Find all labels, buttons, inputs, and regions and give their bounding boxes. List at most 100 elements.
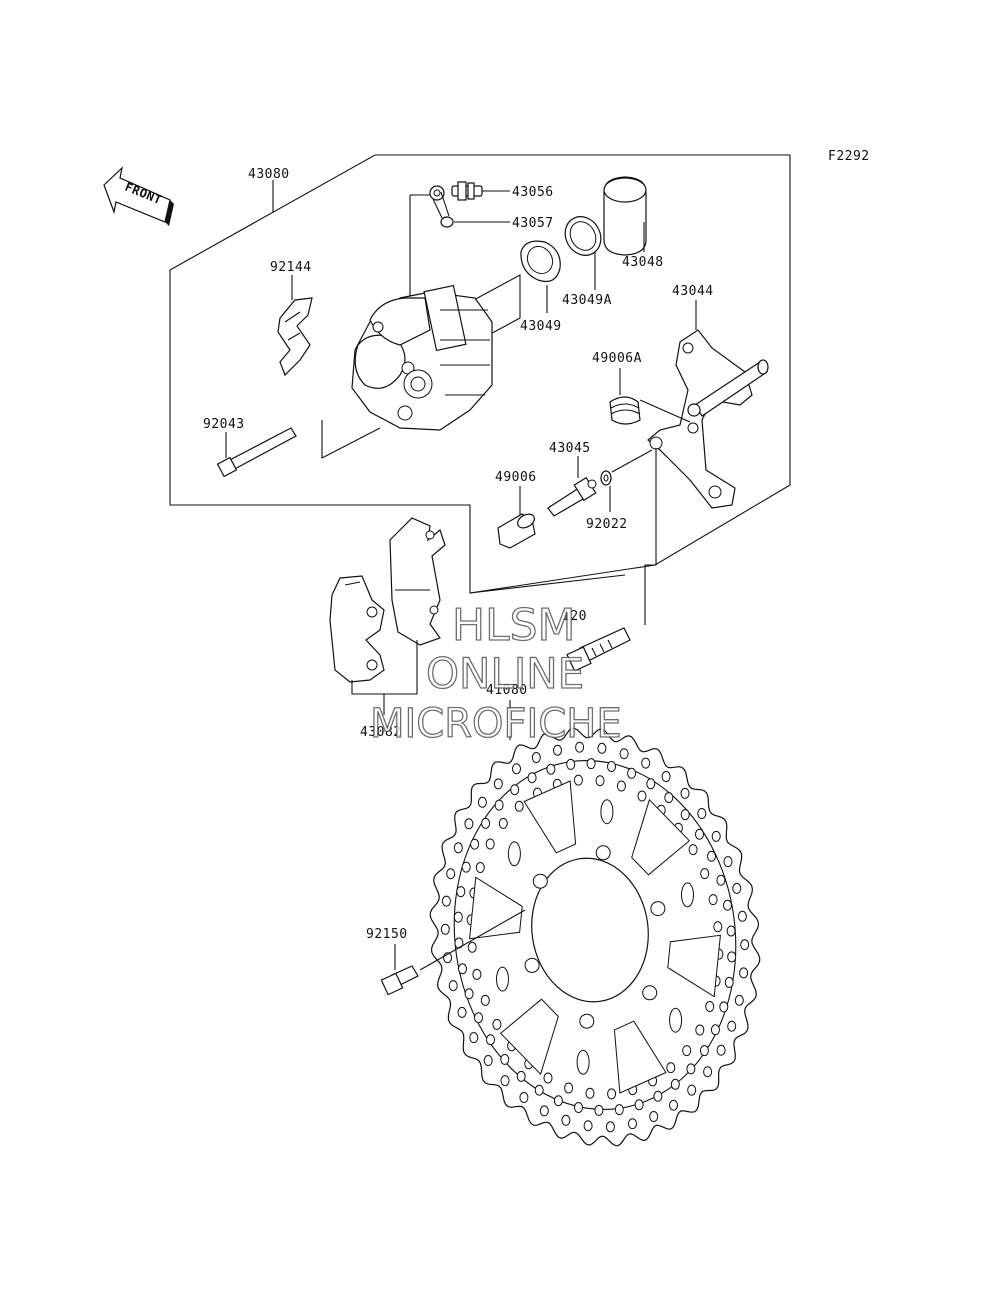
disc-hole: [469, 1032, 479, 1044]
disc-hole: [457, 1006, 467, 1018]
disc-hole: [597, 742, 607, 754]
disc-hole: [516, 1070, 526, 1082]
disc-hole: [586, 758, 596, 770]
disc-hole: [649, 1111, 659, 1122]
disc-hole: [453, 842, 463, 854]
disc-hole: [485, 838, 495, 850]
watermark: HLSM ONLINE MICROFICHE: [369, 599, 622, 747]
disc-hole: [575, 741, 585, 753]
disc-hole: [500, 1075, 510, 1087]
disc-hole: [627, 767, 637, 779]
label-92022: 92022: [586, 517, 628, 532]
disc-bolt-hole: [532, 873, 548, 889]
disc-hole: [585, 1087, 595, 1099]
disc-hole: [703, 1066, 713, 1078]
bleeder-valve-43056: [451, 181, 483, 201]
washer-92022: [600, 470, 612, 486]
caliper-bracket-43044: [647, 329, 769, 509]
disc-hole: [697, 808, 707, 819]
label-43045: 43045: [549, 441, 591, 456]
disc-hole: [553, 744, 562, 756]
disc-hole: [737, 910, 747, 922]
disc-hole: [666, 1062, 676, 1074]
disc-hole: [695, 828, 704, 840]
disc-cutout: [631, 798, 691, 876]
disc-hole: [467, 941, 477, 953]
disc-hole: [727, 1020, 737, 1032]
disc-hole: [707, 850, 716, 862]
piston-43048: [603, 176, 647, 256]
disc-hole: [566, 758, 576, 770]
disc-hole: [705, 1001, 715, 1012]
disc-hole: [561, 1114, 571, 1126]
disc-hole: [686, 1063, 696, 1075]
disc-hole: [605, 1121, 615, 1133]
disc-cutout: [523, 780, 577, 854]
disc-hole: [472, 968, 482, 980]
disc-hole: [514, 800, 524, 812]
disc-hole: [710, 1024, 720, 1036]
disc-hole: [719, 1001, 729, 1013]
disc-hole: [607, 761, 616, 772]
mounting-bolt-120: [566, 627, 631, 672]
watermark-line1: HLSM: [452, 600, 576, 651]
disc-bolt-hole: [650, 901, 666, 917]
disc-hole: [634, 1099, 644, 1111]
disc-hole: [594, 1104, 604, 1116]
label-92150: 92150: [366, 927, 408, 942]
disc-hole: [539, 1105, 549, 1117]
disc-hole: [724, 976, 734, 988]
disc-bolt-hole: [642, 985, 658, 1001]
disc-hole: [494, 799, 504, 811]
label-43049: 43049: [520, 319, 562, 334]
disc-hole: [732, 882, 742, 894]
disc-cutout: [499, 998, 559, 1076]
disc-hole: [519, 1092, 529, 1103]
disc-hole: [564, 1082, 574, 1094]
disc-hole: [583, 1120, 593, 1132]
disc-hole: [687, 1084, 697, 1096]
disc-bolt-hole: [579, 1013, 595, 1029]
disc-hole: [637, 790, 647, 802]
boot-49006: [497, 513, 536, 549]
disc-hole: [546, 763, 556, 775]
disc-cutout: [667, 934, 721, 998]
disc-hole: [553, 1095, 563, 1107]
disc-hole: [723, 899, 732, 911]
disc-hole: [440, 923, 450, 935]
disc-hole: [441, 895, 451, 907]
disc-hole: [628, 1118, 637, 1130]
label-92144: 92144: [270, 260, 312, 275]
disc-hole: [512, 763, 521, 775]
watermark-line3: MICROFICHE: [370, 701, 622, 747]
disc-bolt-hole: [595, 845, 611, 861]
disc-hole: [716, 874, 726, 886]
disc-hole: [723, 856, 733, 868]
disc-hole: [480, 994, 490, 1006]
disc-hole: [483, 1055, 493, 1066]
boot-49006A: [609, 396, 641, 425]
front-arrow-icon: FRONT: [103, 166, 174, 226]
label-43056: 43056: [512, 185, 554, 200]
label-92043: 92043: [203, 417, 245, 432]
label-49006A: 49006A: [592, 351, 642, 366]
disc-hole: [734, 994, 744, 1006]
disc-hole: [614, 1104, 624, 1116]
disc-hole: [619, 748, 629, 760]
disc-hole: [646, 778, 656, 790]
slide-pin-92043: [216, 427, 297, 478]
disc-hole: [461, 861, 471, 873]
brake-pad-inner-43082: [329, 575, 385, 683]
brake-disc-41080: [429, 727, 761, 1147]
pad-spring-92144: [277, 297, 313, 377]
disc-hole: [498, 817, 508, 829]
disc-bolt-hole: [524, 957, 540, 973]
disc-slot: [681, 882, 694, 908]
label-43049A: 43049A: [562, 293, 612, 308]
disc-hole: [458, 963, 467, 975]
disc-hole: [456, 886, 466, 898]
label-43044: 43044: [672, 284, 714, 299]
disc-hole: [534, 1084, 544, 1096]
disc-hole: [726, 925, 736, 937]
